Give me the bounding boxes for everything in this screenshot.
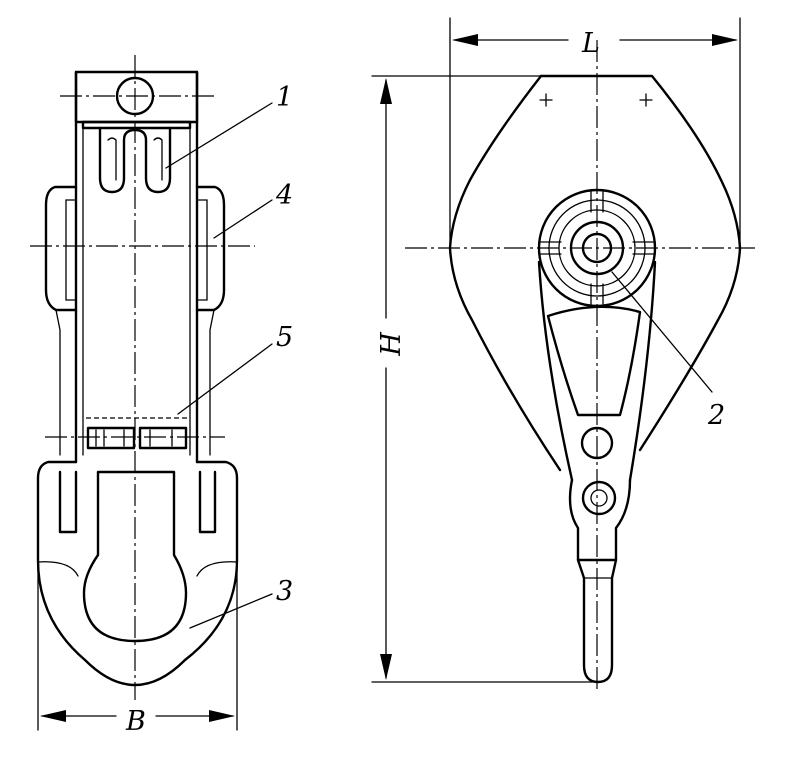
h-arrow-bottom: [380, 654, 392, 680]
b-arrow-right: [209, 710, 235, 722]
hub-ring-2: [548, 199, 646, 297]
left-hub-boss: [44, 185, 78, 312]
l-arrow-right: [712, 34, 738, 46]
dimension-label-b: B: [125, 706, 146, 737]
hub-axle-hole: [581, 232, 613, 264]
right-boss-inner: [196, 199, 208, 301]
leader-part-3: [189, 593, 273, 629]
hook-left-slot: [58, 470, 78, 534]
dimension-label-l: L: [581, 28, 600, 59]
leader-part-1: [165, 102, 273, 169]
bracket-lower-hole: [580, 426, 614, 460]
b-arrow-left: [40, 710, 66, 722]
hook-right-slot: [198, 470, 217, 534]
lug-hole-outer: [581, 480, 617, 516]
h-arrow-top: [380, 78, 392, 104]
bushing-left: [86, 426, 136, 450]
left-boss-inner: [65, 199, 77, 301]
hook-right-transition: [196, 561, 238, 577]
callout-part-1: 1: [276, 82, 293, 113]
hook-eye-opening: [82, 470, 188, 643]
front-view: [371, 17, 755, 690]
bracket-arm-left: [537, 260, 574, 482]
sheave-rim-top: [81, 120, 192, 130]
bushing-right: [138, 426, 188, 450]
dimension-label-h: H: [376, 332, 407, 357]
leader-part-5: [177, 343, 273, 415]
leader-part-2: [611, 271, 713, 393]
lower-lug: [568, 478, 632, 562]
top-pin-hole: [115, 76, 155, 116]
left-lower-plate: [55, 309, 61, 456]
hook-body: [36, 460, 239, 687]
bracket-window: [546, 305, 642, 417]
callout-part-4: 4: [275, 180, 293, 211]
lug-hole-inner: [590, 489, 608, 507]
groove-left-detail: [107, 137, 117, 181]
bracket-arm-right: [628, 260, 657, 482]
side-view: [30, 55, 255, 731]
groove-right-detail: [153, 137, 163, 181]
hub-key-slots: [538, 189, 656, 307]
hook-left-transition: [37, 561, 79, 577]
sheave-grooves: [98, 126, 172, 194]
l-arrow-left: [452, 34, 478, 46]
bushing-detail: [95, 429, 173, 447]
leader-part-4: [213, 199, 273, 239]
hub-ring-4: [569, 220, 625, 276]
callout-part-3: 3: [276, 576, 293, 607]
rivet-right: [639, 93, 653, 107]
callout-part-5: 5: [276, 322, 293, 353]
right-lower-plate: [209, 309, 215, 456]
hub-ring-3: [558, 209, 636, 287]
rivet-left: [539, 93, 553, 107]
right-hub-boss: [195, 185, 226, 312]
callout-part-2: 2: [707, 400, 725, 431]
